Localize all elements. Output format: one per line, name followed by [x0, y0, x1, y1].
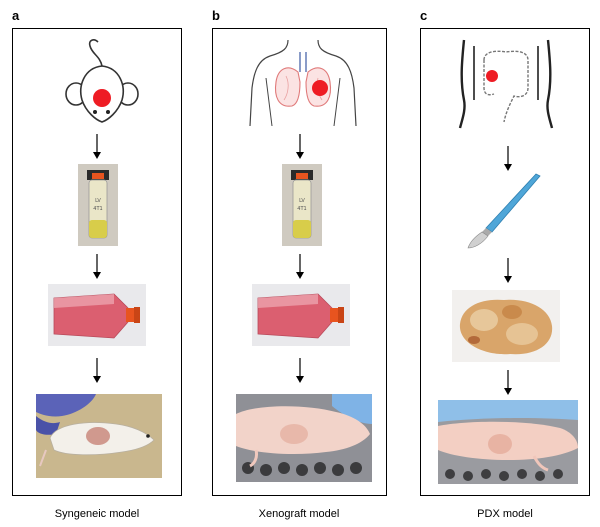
arrow-down-icon — [93, 358, 101, 383]
arrow-down-icon — [296, 358, 304, 383]
svg-text:4T1: 4T1 — [93, 206, 102, 212]
scalpel-icon — [467, 173, 541, 249]
human-lungs-drawing — [249, 39, 357, 127]
tumor-dot — [312, 80, 328, 96]
caption-syngeneic: Syngeneic model — [54, 508, 140, 520]
culture-flask-image — [252, 284, 350, 346]
culture-flask-image — [48, 284, 146, 346]
syngeneic-mouse-image — [36, 394, 162, 478]
pdx-mouse-image — [438, 400, 578, 484]
svg-text:4T1: 4T1 — [297, 206, 306, 212]
panel-letter-c: c — [420, 8, 428, 23]
svg-text:LV: LV — [299, 198, 305, 204]
caption-xenograft: Xenograft model — [258, 508, 340, 520]
colon-drawing — [458, 39, 554, 129]
arrow-down-icon — [504, 146, 512, 171]
arrow-down-icon — [93, 254, 101, 279]
arrow-down-icon — [504, 258, 512, 283]
arrow-down-icon — [296, 254, 304, 279]
cell-vial-image: LV 4T1 — [78, 164, 118, 246]
caption-pdx: PDX model — [477, 508, 533, 520]
tumor-dot — [486, 70, 498, 82]
tumor-tissue-image — [452, 290, 560, 362]
arrow-down-icon — [296, 134, 304, 159]
tumor-dot — [93, 89, 111, 107]
cell-vial-image: LV 4T1 — [282, 164, 322, 246]
svg-text:LV: LV — [95, 198, 101, 204]
arrow-down-icon — [93, 134, 101, 159]
panel-letter-a: a — [12, 8, 20, 23]
arrow-down-icon — [504, 370, 512, 395]
mouse-drawing — [65, 39, 139, 123]
xenograft-mouse-image — [236, 394, 372, 482]
panel-letter-b: b — [212, 8, 220, 23]
